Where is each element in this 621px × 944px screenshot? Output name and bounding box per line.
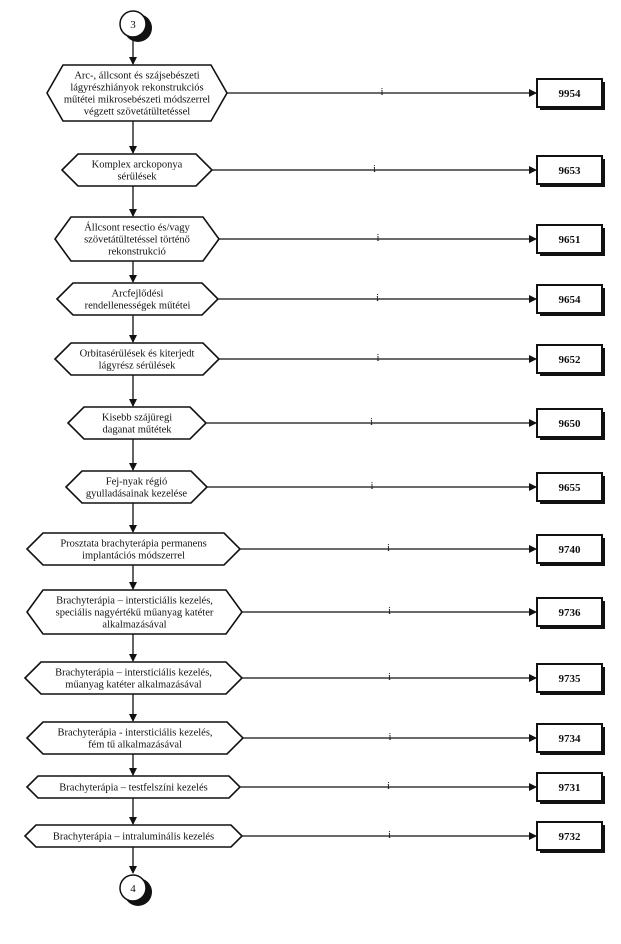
decision-text-line: Brachyterápia – testfelszíni kezelés	[59, 783, 207, 794]
decision-text-line: műtétei mikrosebészeti módszerrel	[64, 95, 210, 106]
code-box	[536, 723, 603, 753]
code-label: 9653	[559, 165, 582, 177]
code-box	[536, 284, 603, 314]
decision-text-line: implantációs módszerrel	[82, 551, 185, 562]
decision-text-line: Arcfejlődési	[112, 289, 164, 300]
code-label: 9654	[559, 294, 582, 306]
decision-text-line: Prosztata brachyterápia permanens	[60, 539, 206, 550]
yes-label: i	[371, 481, 374, 492]
decision-step-9: Brachyterápia – intersticiális kezelés,s…	[26, 589, 605, 635]
code-box	[536, 78, 603, 108]
decision-text-line: rekonstrukció	[108, 247, 166, 258]
code-label: 9650	[559, 418, 582, 430]
code-label: 9735	[559, 673, 582, 685]
yes-label: i	[387, 543, 390, 554]
yes-label: i	[376, 293, 379, 304]
code-label: 9651	[559, 234, 581, 246]
decision-text-line: speciális nagyértékű műanyag katéter	[56, 608, 214, 619]
code-label: 9954	[559, 88, 582, 100]
end-connector: 4	[119, 874, 152, 906]
code-label: 9734	[559, 733, 582, 745]
decision-text-line: gyulladásainak kezelése	[86, 489, 187, 500]
decision-text-line: Brachyterápia – intraluminális kezelés	[53, 832, 214, 843]
decision-text-line: Brachyterápia – intersticiális kezelés,	[56, 596, 213, 607]
yes-label: i	[373, 164, 376, 175]
yes-label: i	[377, 353, 380, 364]
code-box	[536, 821, 603, 851]
decision-text-line: daganat műtétek	[102, 425, 172, 436]
decision-text-line: alkalmazásával	[102, 620, 166, 631]
decision-text-line: műanyag katéter alkalmazásával	[65, 680, 202, 691]
decision-step-10: Brachyterápia – intersticiális kezelés,m…	[23, 661, 605, 695]
code-label: 9731	[559, 782, 581, 794]
decision-text-line: Kisebb szájüregi	[102, 413, 172, 424]
decision-step-8: Prosztata brachyterápia permanensimplant…	[25, 532, 605, 566]
code-box	[536, 472, 603, 502]
code-label: 9736	[559, 607, 582, 619]
decision-text-line: Brachyterápia – intersticiális kezelés,	[55, 668, 212, 679]
code-label: 9652	[559, 354, 582, 366]
decision-text-line: Arc-, állcsont és szájsebészeti	[74, 71, 199, 82]
start-connector: 3	[119, 10, 152, 42]
yes-label: i	[388, 830, 391, 841]
yes-label: i	[387, 781, 390, 792]
decision-step-1: Arc-, állcsont és szájsebészetilágyrészh…	[46, 64, 605, 122]
code-box	[536, 344, 603, 374]
decision-text-line: sérülések	[117, 172, 157, 183]
code-label: 9740	[559, 544, 582, 556]
start-connector-label: 3	[130, 19, 136, 31]
code-box	[536, 155, 603, 185]
code-label: 9655	[559, 482, 582, 494]
code-box	[536, 408, 603, 438]
end-connector-label: 4	[130, 883, 136, 895]
decision-text-line: Komplex arckoponya	[92, 160, 183, 171]
yes-label: i	[388, 672, 391, 683]
decision-text-line: Orbitasérülések és kiterjedt	[80, 349, 195, 360]
code-box	[536, 663, 603, 693]
decision-text-line: Állcsont resectio és/vagy	[84, 222, 190, 234]
decision-text-line: Brachyterápia - intersticiális kezelés,	[57, 728, 212, 739]
yes-label: i	[389, 732, 392, 743]
decision-step-12: Brachyterápia – testfelszíni kezelés i 973…	[25, 772, 605, 804]
decision-text-line: Fej-nyak régió	[106, 477, 168, 488]
yes-label: i	[381, 87, 384, 98]
decision-step-13: Brachyterápia – intraluminális kezelés i 9…	[23, 821, 605, 853]
code-label: 9732	[559, 831, 582, 843]
code-box	[536, 772, 603, 802]
decision-text-line: végzett szövetátültetéssel	[84, 107, 190, 118]
yes-label: i	[388, 606, 391, 617]
decision-step-11: Brachyterápia - intersticiális kezelés,f…	[25, 721, 605, 755]
decision-step-3: Állcsont resectio és/vagyszövetátültetés…	[54, 216, 605, 262]
decision-text-line: szövetátültetéssel történő	[84, 235, 190, 246]
decision-text-line: rendellenességek műtétei	[85, 301, 191, 312]
yes-label: i	[370, 417, 373, 428]
decision-text-line: fém tű alkalmazásával	[88, 740, 182, 751]
decision-text-line: lágyrészhiányok rekonstrukciós	[70, 83, 203, 94]
yes-label: i	[377, 233, 380, 244]
code-box	[536, 534, 603, 564]
decision-text-line: lágyrész sérülések	[99, 361, 176, 372]
code-box	[536, 597, 603, 627]
code-box	[536, 224, 603, 254]
